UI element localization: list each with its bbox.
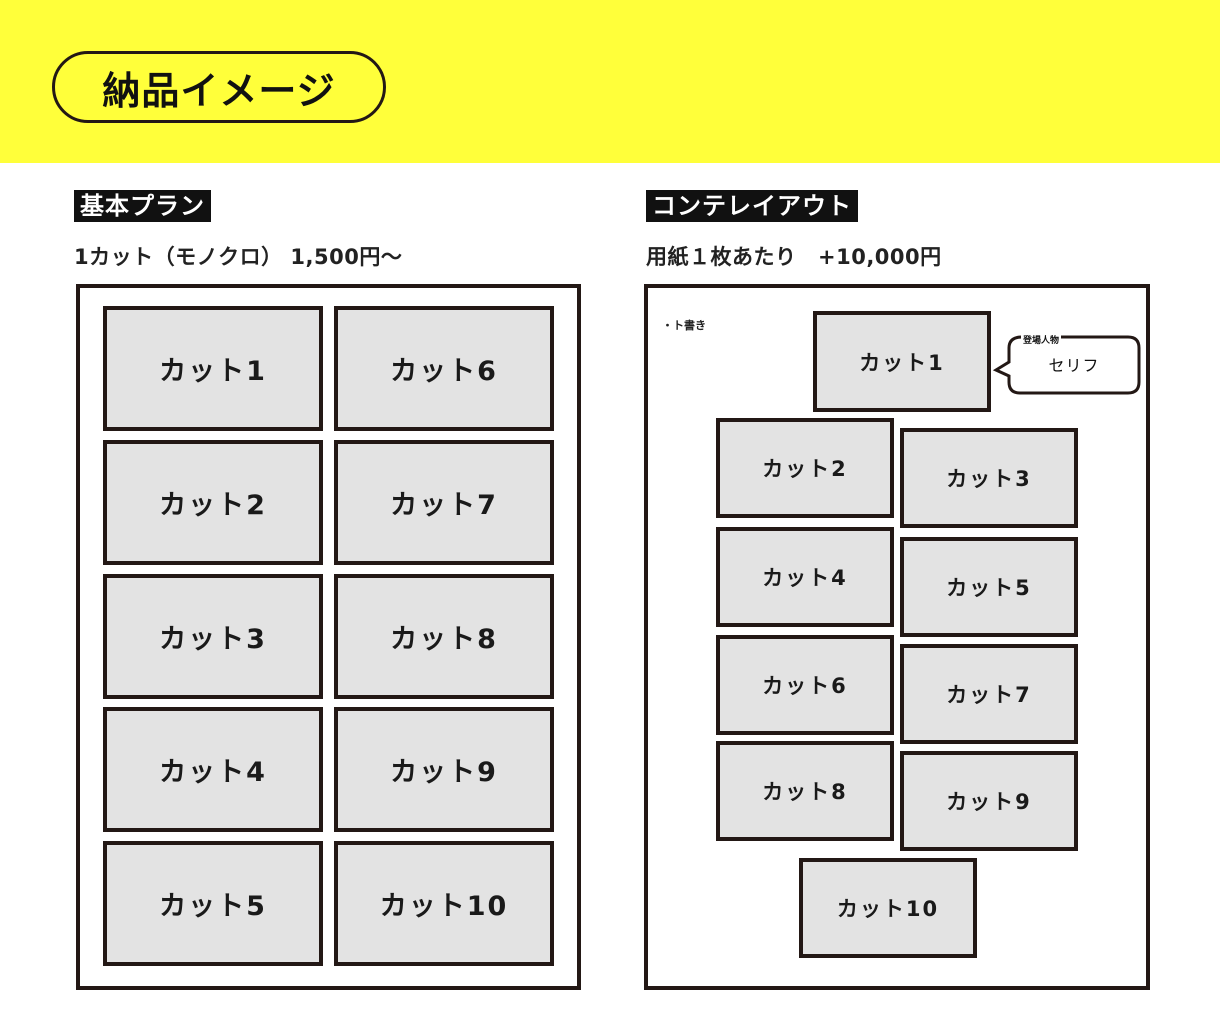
header-banner: 納品イメージ bbox=[0, 0, 1220, 163]
basic-cut-9: カット9 bbox=[334, 707, 554, 832]
basic-plan-tag: 基本プラン bbox=[74, 190, 211, 222]
basic-cut-3: カット3 bbox=[103, 574, 323, 699]
story-cut-10: カット10 bbox=[799, 858, 977, 958]
story-cut-9: カット9 bbox=[900, 751, 1078, 851]
story-cut-1: カット1 bbox=[813, 311, 991, 412]
page-title: 納品イメージ bbox=[52, 51, 386, 123]
basic-cut-1: カット1 bbox=[103, 306, 323, 431]
story-cut-5: カット5 bbox=[900, 537, 1078, 637]
speech-bubble bbox=[992, 335, 1141, 395]
dialogue-text: セリフ bbox=[1048, 356, 1100, 375]
story-cut-2: カット2 bbox=[716, 418, 894, 518]
story-cut-8: カット8 bbox=[716, 741, 894, 841]
basic-cut-7: カット7 bbox=[334, 440, 554, 565]
story-cut-7: カット7 bbox=[900, 644, 1078, 744]
story-cut-3: カット3 bbox=[900, 428, 1078, 528]
speaker-label: 登場人物 bbox=[1021, 333, 1062, 346]
basic-cut-2: カット2 bbox=[103, 440, 323, 565]
basic-plan-price: 1カット（モノクロ） 1,500円〜 bbox=[74, 245, 403, 269]
story-cut-4: カット4 bbox=[716, 527, 894, 627]
stage-direction-note: ・ト書き bbox=[662, 319, 706, 332]
story-cut-6: カット6 bbox=[716, 635, 894, 735]
basic-cut-8: カット8 bbox=[334, 574, 554, 699]
basic-cut-5: カット5 bbox=[103, 841, 323, 966]
basic-cut-4: カット4 bbox=[103, 707, 323, 832]
basic-cut-10: カット10 bbox=[334, 841, 554, 966]
basic-cut-6: カット6 bbox=[334, 306, 554, 431]
storyboard-price: 用紙１枚あたり +10,000円 bbox=[646, 245, 942, 269]
storyboard-tag: コンテレイアウト bbox=[646, 190, 858, 222]
